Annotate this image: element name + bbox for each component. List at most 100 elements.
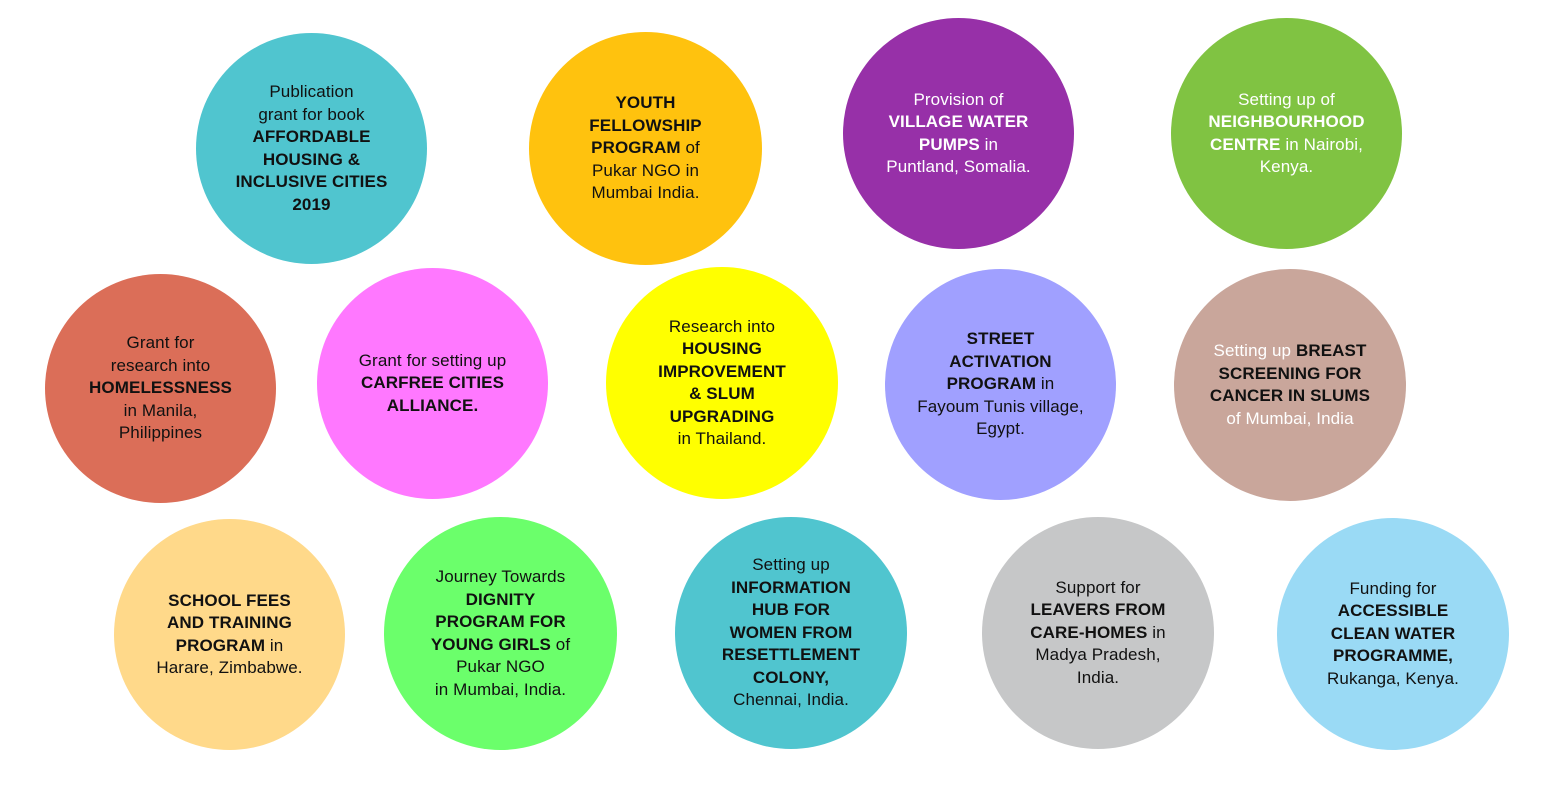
circle-text-line: Provision of xyxy=(886,89,1031,112)
bold-text: INCLUSIVE CITIES xyxy=(235,172,388,191)
bold-text: HOMELESSNESS xyxy=(89,378,232,398)
circle-text-line: in Manila, xyxy=(89,400,232,423)
bold-text: NEIGHBOURHOOD xyxy=(1208,112,1365,131)
circle-text-line: IMPROVEMENT xyxy=(658,361,786,384)
circle-text-line: PROGRAM of xyxy=(589,137,701,160)
bold-text: COLONY, xyxy=(752,667,830,687)
circle-text-line: research into xyxy=(89,355,232,378)
regular-text: Setting up xyxy=(752,555,830,575)
circle-text-line: Grant for xyxy=(89,332,232,355)
regular-text: Grant for setting up xyxy=(358,350,507,370)
circle-text-line: Puntland, Somalia. xyxy=(886,156,1031,179)
regular-text: Journey Towards xyxy=(435,567,566,586)
circle-text-line: UPGRADING xyxy=(658,406,786,429)
circle-text-line: VILLAGE WATER xyxy=(886,111,1031,134)
circle-text-line: CARE-HOMES in xyxy=(1030,622,1165,645)
bold-text: PROGRAM xyxy=(946,374,1037,394)
regular-text: Fayoum Tunis village, xyxy=(917,396,1084,416)
bold-text: SCREENING FOR xyxy=(1218,363,1362,383)
regular-text: Madya Pradesh, xyxy=(1035,645,1161,665)
regular-text: of Mumbai, India xyxy=(1226,408,1354,428)
bold-text: YOUNG GIRLS xyxy=(430,634,551,654)
bold-text: BREAST xyxy=(1295,341,1367,360)
regular-text: in xyxy=(1147,622,1166,642)
regular-text: Setting up of xyxy=(1238,89,1335,109)
circle-text-line: Fayoum Tunis village, xyxy=(917,396,1084,419)
bold-text: CANCER IN SLUMS xyxy=(1209,386,1371,405)
circle-text-line: FELLOWSHIP xyxy=(589,115,701,138)
bold-text: HUB FOR xyxy=(751,600,831,620)
circle-text-line: PROGRAM FOR xyxy=(431,611,570,634)
regular-text: Grant for xyxy=(126,333,195,353)
circle-text-line: YOUNG GIRLS of xyxy=(431,634,570,657)
circle-text-line: in Thailand. xyxy=(658,428,786,451)
circle-text-line: CENTRE in Nairobi, xyxy=(1208,134,1364,157)
circle-text-line: RESETTLEMENT xyxy=(722,644,860,667)
circle-text-line: CLEAN WATER xyxy=(1327,623,1459,646)
circle-text-line: Research into xyxy=(658,316,786,339)
bold-text: VILLAGE WATER xyxy=(888,112,1029,131)
circle-text-line: CANCER IN SLUMS xyxy=(1210,385,1370,408)
circle-text-line: INCLUSIVE CITIES xyxy=(236,171,388,194)
circle-text-line: PROGRAM in xyxy=(917,373,1084,396)
circle-text-line: PROGRAM in xyxy=(156,635,302,658)
bold-text: INFORMATION xyxy=(731,577,851,597)
bold-text: CARE-HOMES xyxy=(1030,622,1148,642)
circle-text-line: SCREENING FOR xyxy=(1210,363,1370,386)
circle-text-line: India. xyxy=(1030,667,1165,690)
bold-text: PROGRAMME, xyxy=(1332,646,1453,666)
circle-text-line: Setting up BREAST xyxy=(1210,340,1370,363)
bold-text: & SLUM xyxy=(689,384,755,403)
circle-text-line: NEIGHBOURHOOD xyxy=(1208,111,1364,134)
circle-text-line: of Mumbai, India xyxy=(1210,408,1370,431)
regular-text: Philippines xyxy=(118,423,203,443)
bold-text: PUMPS xyxy=(918,134,980,154)
bold-text: RESETTLEMENT xyxy=(721,645,861,665)
circle-text-line: ALLIANCE. xyxy=(359,395,507,418)
circle-text-line: AFFORDABLE xyxy=(236,126,388,149)
regular-text: Support for xyxy=(1055,577,1141,597)
bold-text: YOUTH xyxy=(615,93,676,113)
circle-text-line: Pukar NGO in xyxy=(589,160,701,183)
circle-text-line: HUB FOR xyxy=(722,599,860,622)
bold-text: ACTIVATION xyxy=(949,351,1052,371)
circle-text-line: Mumbai India. xyxy=(589,182,701,205)
regular-text: research into xyxy=(110,355,211,375)
circle-text-line: & SLUM xyxy=(658,383,786,406)
bold-text: HOUSING & xyxy=(262,149,361,169)
regular-text: Kenya. xyxy=(1259,157,1314,176)
bold-text: PROGRAM xyxy=(175,635,266,655)
circle-text-line: Support for xyxy=(1030,577,1165,600)
circle-text-line: Egypt. xyxy=(917,418,1084,441)
circle-text-line: Publication xyxy=(236,81,388,104)
bold-text: AFFORDABLE xyxy=(252,127,371,146)
regular-text: of xyxy=(550,634,571,654)
regular-text: in xyxy=(1036,374,1055,394)
bold-text: CENTRE xyxy=(1210,134,1281,154)
regular-text: in Thailand. xyxy=(677,429,767,448)
bold-text: ALLIANCE. xyxy=(386,395,479,415)
bold-text: FELLOWSHIP xyxy=(589,115,702,135)
circle-text-line: COLONY, xyxy=(722,667,860,690)
circle-text-line: Pukar NGO xyxy=(431,656,570,679)
regular-text: in Manila, xyxy=(123,400,198,420)
regular-text: Setting up xyxy=(1213,341,1296,360)
circle-text-line: PROGRAMME, xyxy=(1327,645,1459,668)
circle-text: Setting up of NEIGHBOURHOOD CENTRE in Nair… xyxy=(1208,89,1364,179)
circle-text-line: ACTIVATION xyxy=(917,351,1084,374)
circle-text-line: Grant for setting up xyxy=(359,350,507,373)
